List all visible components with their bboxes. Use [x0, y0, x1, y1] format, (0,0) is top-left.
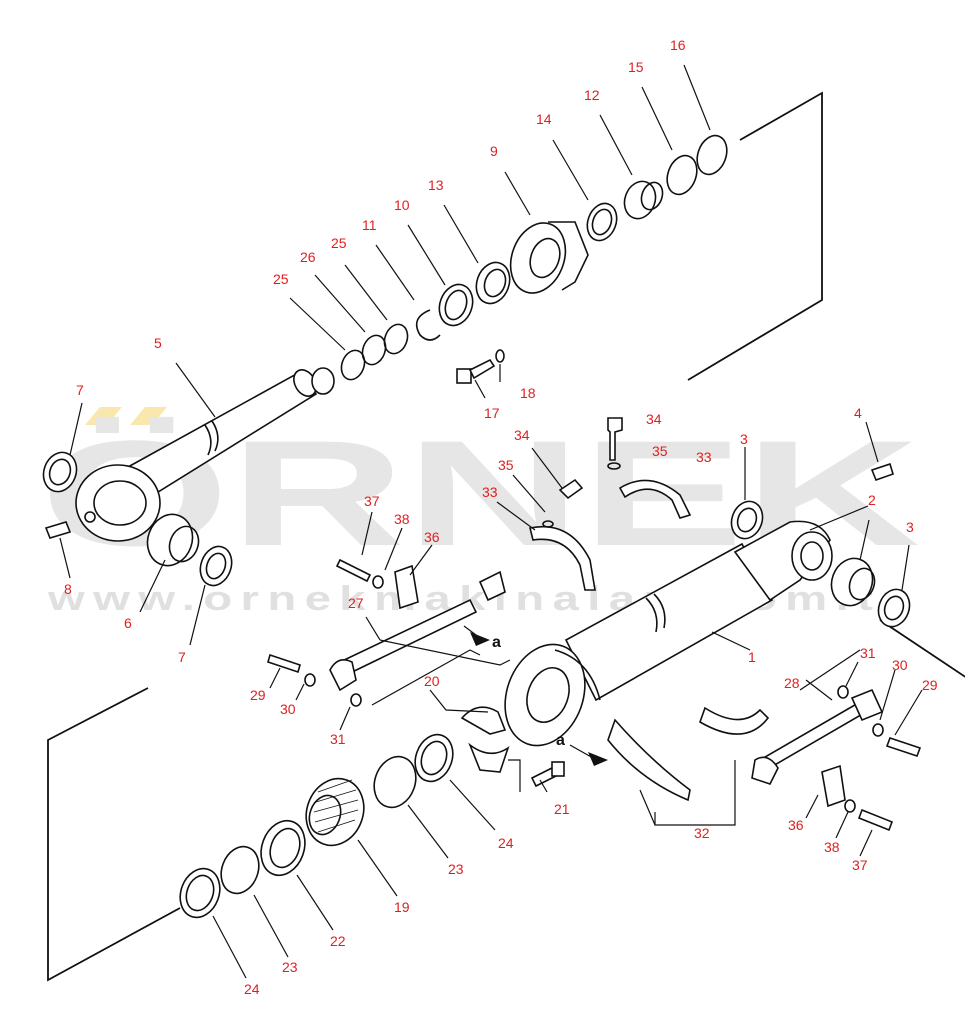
callout-37-lower: 37 [852, 857, 868, 873]
callout-35-right: 35 [652, 443, 668, 459]
callout-30-right: 30 [892, 657, 908, 673]
cylinder-tube-assembly [460, 417, 911, 802]
callout-27: 27 [348, 595, 364, 611]
callout-36-lower: 36 [788, 817, 804, 833]
callout-12: 12 [584, 87, 600, 103]
callout-labels: 16 15 12 14 9 13 10 11 25 26 25 5 18 17 … [64, 37, 938, 997]
callout-1: 1 [748, 649, 756, 665]
callout-30-left: 30 [280, 701, 296, 717]
callout-36-upper: 36 [424, 529, 440, 545]
callout-7-upper: 7 [76, 382, 84, 398]
callout-31-left: 31 [330, 731, 346, 747]
callout-14: 14 [536, 111, 552, 127]
callout-33-right: 33 [696, 449, 712, 465]
callout-35-left: 35 [498, 457, 514, 473]
callout-11: 11 [362, 217, 377, 233]
leader-lines [59, 64, 923, 979]
callout-17: 17 [484, 405, 500, 421]
callout-23-bottom: 23 [282, 959, 298, 975]
callout-16: 16 [670, 37, 686, 53]
callout-25-lower: 25 [273, 271, 289, 287]
callout-3-upper: 3 [740, 431, 748, 447]
callout-20: 20 [424, 673, 440, 689]
callout-31-right: 31 [860, 645, 876, 661]
callout-10: 10 [394, 197, 410, 213]
callout-38-upper: 38 [394, 511, 410, 527]
callout-26: 26 [300, 249, 316, 265]
callout-19: 19 [394, 899, 410, 915]
callout-7-lower: 7 [178, 649, 186, 665]
callout-13: 13 [428, 177, 444, 193]
callout-34-right: 34 [646, 411, 662, 427]
callout-24-mid: 24 [498, 835, 514, 851]
callout-23-mid: 23 [448, 861, 464, 877]
callout-15: 15 [628, 59, 644, 75]
callout-25-upper: 25 [331, 235, 347, 251]
callout-21: 21 [554, 801, 570, 817]
piston-rod-assembly [42, 134, 728, 587]
callout-32: 32 [694, 825, 710, 841]
callout-18: 18 [520, 385, 536, 401]
callout-34-left: 34 [514, 427, 530, 443]
callout-28: 28 [784, 675, 800, 691]
callout-9: 9 [490, 143, 498, 159]
callout-6: 6 [124, 615, 132, 631]
callout-22: 22 [330, 933, 346, 949]
callout-5: 5 [154, 335, 162, 351]
marker-a-upper: a [492, 634, 501, 651]
callout-33-left: 33 [482, 484, 498, 500]
pipe-lines [267, 558, 922, 832]
callout-38-lower: 38 [824, 839, 840, 855]
callout-3-right: 3 [906, 519, 914, 535]
callout-2: 2 [868, 492, 876, 508]
bracket-lines [47, 91, 965, 982]
piston-seal-kit [179, 733, 454, 919]
callout-24-bottom: 24 [244, 981, 260, 997]
callout-29-left: 29 [250, 687, 266, 703]
callout-4: 4 [854, 405, 862, 421]
callout-37-upper: 37 [364, 493, 380, 509]
callout-8: 8 [64, 581, 72, 597]
marker-a-lower: a [556, 732, 565, 749]
callout-29-right: 29 [922, 677, 938, 693]
